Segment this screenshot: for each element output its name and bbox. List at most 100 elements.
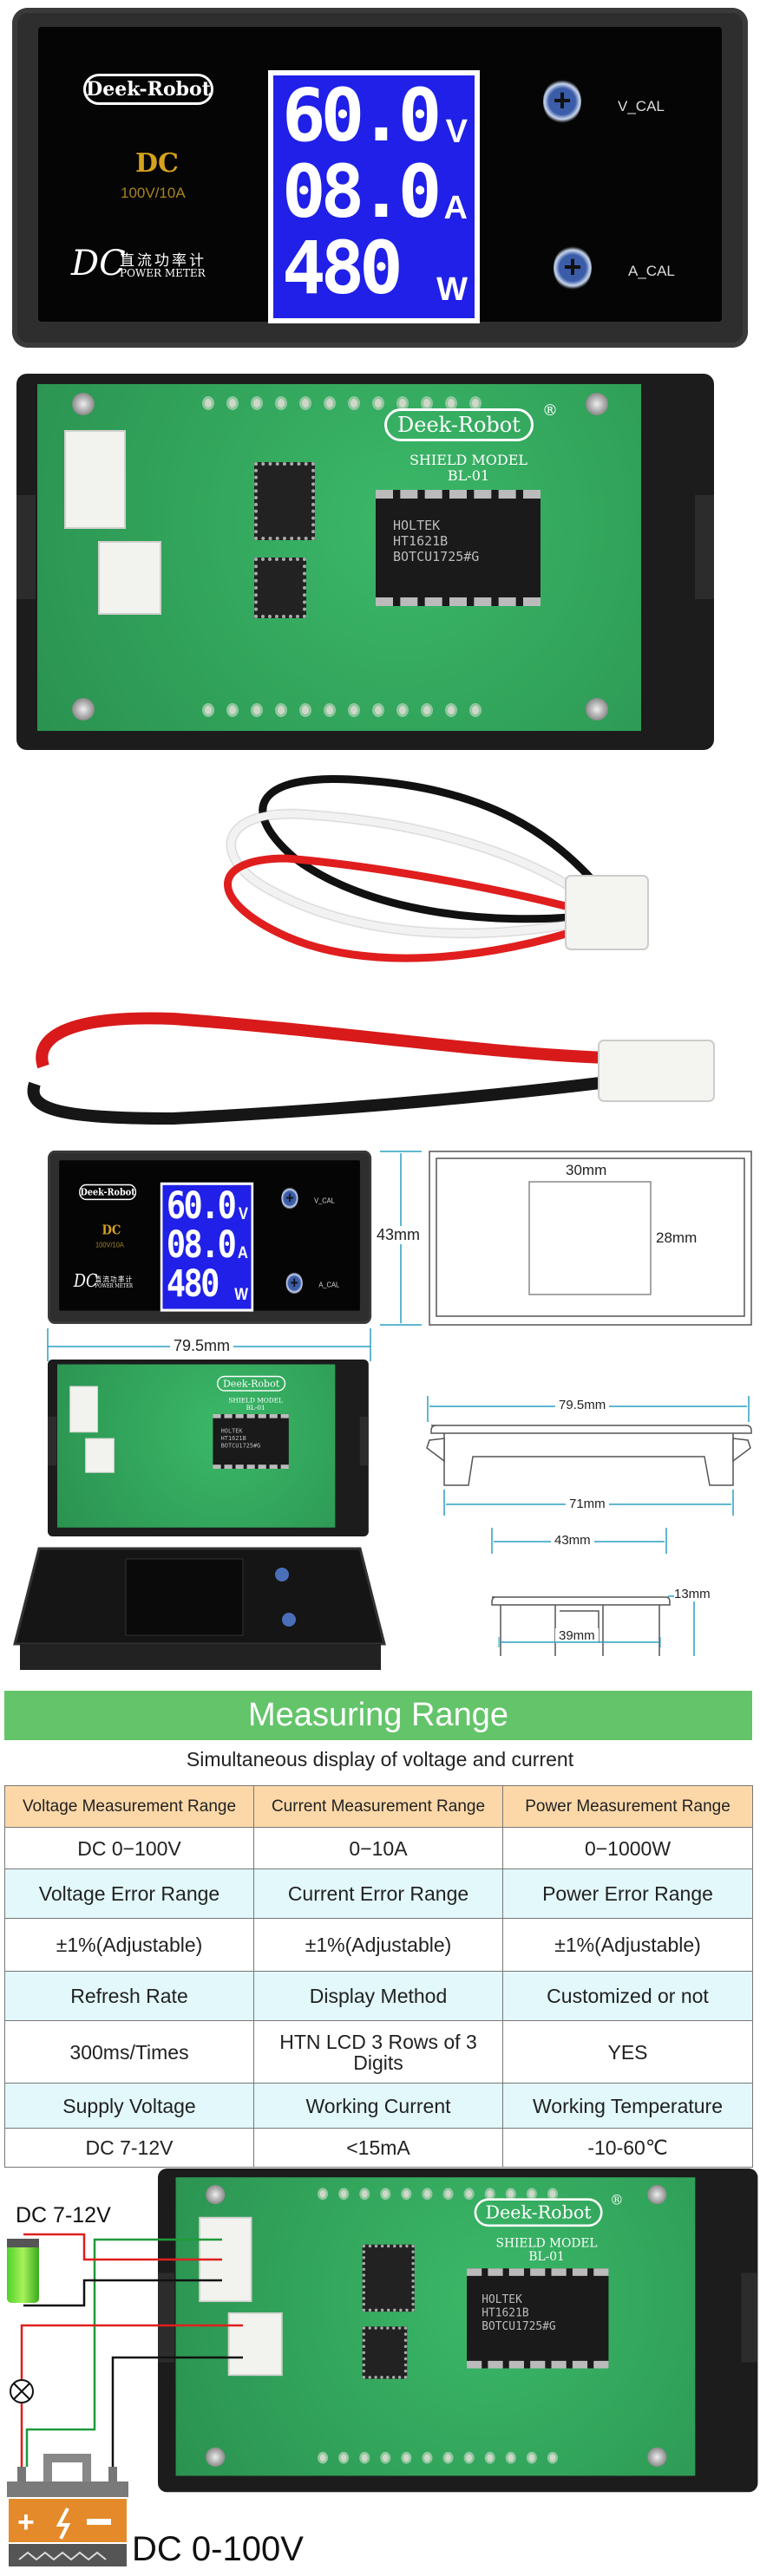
power-connector-3pin bbox=[64, 430, 126, 529]
dc-label: DC bbox=[135, 148, 179, 179]
table-cell: <15mA bbox=[253, 2128, 503, 2168]
circuit-board: Deek-Robot SHIELD MODEL BL-01 HOLTEK HT1… bbox=[57, 1364, 336, 1528]
case-clip-right bbox=[695, 495, 714, 599]
pcb-back-photo: Deek-Robot ® SHIELD MODEL BL-01 HOLTEK H… bbox=[16, 374, 714, 750]
wire-red-supply bbox=[23, 2233, 222, 2261]
width-dim-label: 79.5mm bbox=[170, 1337, 234, 1355]
power-meter-label: POWER METER bbox=[95, 1282, 133, 1289]
table-cell: DC 7-12V bbox=[4, 2128, 254, 2168]
supply-voltage-label: DC 7-12V bbox=[16, 2203, 111, 2227]
chip-line-2: HT1621B bbox=[220, 1434, 246, 1442]
power-connector-3pin bbox=[69, 1386, 98, 1433]
table-cell: Power Measurement Range bbox=[502, 1785, 753, 1828]
holtek-lcd-driver-chip: HOLTEK HT1621B BOTCU1725#G bbox=[213, 1413, 289, 1469]
screw-icon bbox=[72, 698, 95, 721]
lcd-display: 60.0 V 08.0 A 480 W bbox=[268, 70, 480, 323]
holtek-lcd-driver-chip: HOLTEK HT1621B BOTCU1725#G bbox=[467, 2268, 609, 2369]
table-cell: Customized or not bbox=[502, 1971, 753, 2021]
section-subtitle: Simultaneous display of voltage and curr… bbox=[186, 1748, 574, 1771]
lcd-display: 60.0 V 08.0 A 480 W bbox=[160, 1182, 254, 1312]
shield-model-label: SHIELD MODEL bbox=[228, 1396, 283, 1405]
dimension-drawings bbox=[47, 1151, 752, 1656]
lcd-power: 480 bbox=[282, 225, 403, 310]
wire-black-supply bbox=[23, 2279, 222, 2307]
lcd-voltage: 60.0 bbox=[282, 73, 442, 158]
chip-line-3: BOTCU1725#G bbox=[220, 1441, 261, 1450]
screw-icon bbox=[647, 2184, 667, 2205]
table-cell: Display Method bbox=[253, 1971, 503, 2021]
a-cal-potentiometer[interactable] bbox=[554, 245, 592, 290]
table-cell: DC 0−100V bbox=[4, 1827, 254, 1869]
regulator-ic bbox=[254, 462, 315, 540]
pcb-brand-logo: Deek-Robot bbox=[384, 408, 534, 441]
dc-italic-label: DC bbox=[73, 1270, 98, 1292]
lcd-unit-v: V bbox=[238, 1204, 248, 1223]
lcd-unit-a: A bbox=[237, 1243, 248, 1262]
front-panel-small: Deek-Robot DC 100V/10A DC 直流功率计 POWER ME… bbox=[48, 1151, 372, 1324]
pcb-back-small: Deek-Robot SHIELD MODEL BL-01 HOLTEK HT1… bbox=[48, 1360, 369, 1536]
measure-connector-2pin bbox=[227, 2312, 283, 2377]
supply-battery-icon bbox=[7, 2239, 39, 2303]
circuit-board: Deek-Robot ® SHIELD MODEL BL-01 HOLTEK H… bbox=[37, 384, 641, 731]
chinese-title: 直流功率计 bbox=[95, 1275, 134, 1284]
screw-icon bbox=[647, 2447, 667, 2467]
v-cal-potentiometer[interactable] bbox=[543, 79, 581, 124]
wire-black-load bbox=[111, 2356, 243, 2468]
measure-voltage-label: DC 0-100V bbox=[132, 2530, 304, 2568]
red-wire-loop bbox=[224, 854, 600, 962]
table-cell: 0−1000W bbox=[502, 1827, 753, 1869]
table-cell: Power Error Range bbox=[502, 1868, 753, 1919]
pcb-brand-logo: Deek-Robot bbox=[217, 1375, 286, 1392]
load-lamp-icon bbox=[10, 2379, 34, 2403]
height-dim-label: 43mm bbox=[377, 1226, 421, 1244]
dc-italic-label: DC bbox=[71, 244, 126, 284]
rating-label: 100V/10A bbox=[121, 185, 186, 201]
table-cell: Refresh Rate bbox=[4, 1971, 254, 2021]
table-cell: HTN LCD 3 Rows of 3 Digits bbox=[253, 2020, 503, 2084]
screw-icon bbox=[206, 2184, 226, 2205]
model-number: BL-01 bbox=[246, 1403, 265, 1412]
measure-connector-2pin bbox=[98, 541, 161, 615]
table-cell: 300ms/Times bbox=[4, 2020, 254, 2084]
table-cell: Working Temperature bbox=[502, 2083, 753, 2129]
v-cal-label: V_CAL bbox=[314, 1197, 335, 1205]
wire-green bbox=[25, 2238, 222, 2467]
v-cal-label: V_CAL bbox=[618, 98, 665, 114]
registered-mark: ® bbox=[610, 2192, 624, 2208]
v-cal-potentiometer bbox=[281, 1186, 298, 1210]
two-pin-connector bbox=[598, 1040, 715, 1102]
chinese-title: 直流功率计 bbox=[120, 252, 206, 269]
screw-icon bbox=[206, 2447, 226, 2467]
lcd-current: 08.0 bbox=[166, 1223, 237, 1267]
chip-line-1: HOLTEK bbox=[393, 518, 441, 533]
model-number: BL-01 bbox=[447, 467, 490, 484]
depth-dim-label: 13mm bbox=[674, 1587, 711, 1601]
lcd-unit-w: W bbox=[234, 1285, 248, 1304]
circuit-board: Deek-Robot ® SHIELD MODEL BL-01 HOLTEK H… bbox=[175, 2177, 696, 2476]
chip-line-1: HOLTEK bbox=[482, 2292, 522, 2306]
body-width-dim-label: 71mm bbox=[566, 1497, 609, 1511]
registered-mark: ® bbox=[542, 401, 558, 420]
table-cell: Voltage Error Range bbox=[4, 1868, 254, 1919]
table-cell: Supply Voltage bbox=[4, 2083, 254, 2129]
top-width-dim-label: 43mm bbox=[551, 1533, 594, 1548]
table-cell: ±1%(Adjustable) bbox=[4, 1918, 254, 1972]
lcd-voltage: 60.0 bbox=[166, 1184, 237, 1228]
chip-line-2: HT1621B bbox=[482, 2305, 529, 2319]
car-battery-icon: + bbox=[7, 2454, 128, 2566]
lcd-unit-a: A bbox=[443, 190, 468, 226]
pin-header-bottom bbox=[318, 2451, 558, 2464]
a-cal-label: A_CAL bbox=[628, 263, 675, 279]
holtek-lcd-driver-chip: HOLTEK HT1621B BOTCU1725#G bbox=[376, 490, 541, 606]
pin-header-bottom bbox=[202, 703, 482, 717]
panel-face: Deek-Robot DC 100V/10A DC 直流功率计 POWER ME… bbox=[38, 27, 722, 323]
lcd-window-outline bbox=[528, 1181, 652, 1295]
lcd-unit-v: V bbox=[445, 114, 468, 150]
white-wire-loop bbox=[226, 810, 601, 937]
table-cell: Voltage Measurement Range bbox=[4, 1785, 254, 1828]
chip-line-3: BOTCU1725#G bbox=[482, 2318, 556, 2333]
